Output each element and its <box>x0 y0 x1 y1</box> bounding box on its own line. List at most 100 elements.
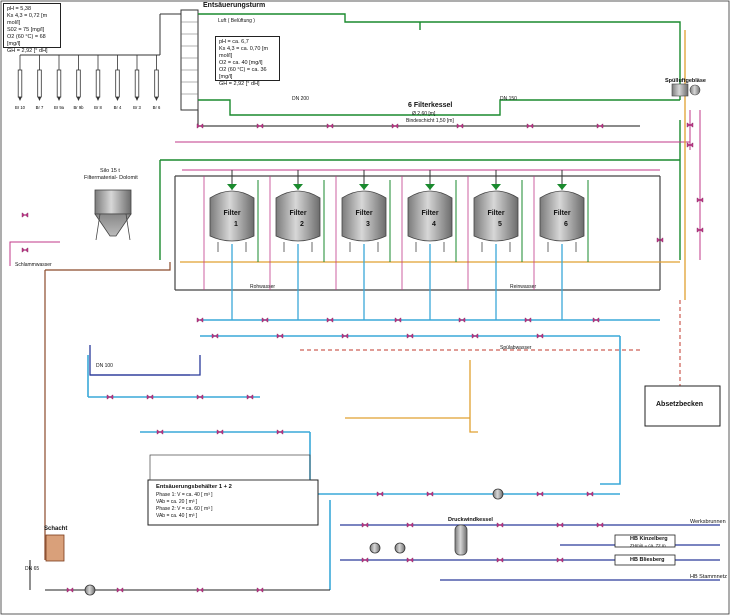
valve-icon <box>496 522 504 528</box>
reinwasser-label: Reinwasser <box>510 284 537 290</box>
tank-upper <box>149 454 311 481</box>
well: Br 10 <box>15 55 26 110</box>
druckwindkessel-label: Druckwindkessel <box>448 517 493 523</box>
well-label: Br 9a <box>54 105 65 110</box>
valve-icon <box>686 142 694 148</box>
valve-icon <box>458 317 466 323</box>
valve-icon <box>21 247 29 253</box>
valve-icon <box>376 491 384 497</box>
well: Br 9b <box>73 55 84 110</box>
valve-icon <box>116 587 124 593</box>
hb-kinzelberg-label: HB Kinzelberg <box>630 536 668 542</box>
air-pipe-network <box>159 13 681 260</box>
valve-icon <box>326 317 334 323</box>
filter-name: Filter <box>223 210 240 217</box>
dolomite-feed <box>44 262 171 560</box>
raw-water-header <box>174 110 661 291</box>
filter-vessel: Filter 3 <box>335 170 391 320</box>
info-line: Ks 4,3 = 0,72 [m mol/l] <box>7 13 48 26</box>
valve-icon <box>361 522 369 528</box>
deacidification-tower <box>180 9 199 111</box>
well: Br 3 <box>133 55 142 110</box>
valve-icon <box>156 429 164 435</box>
well: Br 9a <box>54 55 65 110</box>
filter-number: 5 <box>498 221 502 228</box>
tower-title: Entsäuerungsturm <box>203 2 266 9</box>
valve-icon <box>391 123 399 129</box>
valve-icon <box>536 333 544 339</box>
tank-line: VAb = ca. 40 [ m³ ] <box>156 513 198 519</box>
werksbrunnen-label: Werksbrunnen <box>690 519 726 525</box>
filter-name: Filter <box>553 210 570 217</box>
stammnetz-label: HB Stammnetz <box>690 574 727 580</box>
valve-icon <box>196 587 204 593</box>
valve-icon <box>256 123 264 129</box>
tank-line: Phase 1: V = ca. 40 [ m³ ] <box>156 492 213 498</box>
valve-icon <box>536 491 544 497</box>
info-line: GH = 2,92 [° dH] <box>7 48 48 54</box>
hb-bliesberg-box <box>614 554 676 566</box>
info-line: O2 (60 °C) = ca. 36 [mg/l] <box>219 67 267 80</box>
filter-name: Filter <box>421 210 438 217</box>
valve-icon <box>406 522 414 528</box>
well: Br 7 <box>36 55 44 110</box>
silo-subtitle: Filtermaterial- Dolomit <box>84 175 138 181</box>
absetzbecken-label: Absetzbecken <box>656 401 704 408</box>
valve-icon <box>106 394 114 400</box>
valve-icon <box>196 394 204 400</box>
rohwasser-label: Rohwasser <box>250 284 276 290</box>
valve-icon <box>406 333 414 339</box>
valve-icon <box>524 317 532 323</box>
filter-number: 3 <box>366 221 370 228</box>
valve-icon <box>586 491 594 497</box>
valve-icon <box>394 317 402 323</box>
well: Br 4 <box>114 55 122 110</box>
filter-header-line2: Bindeschicht 1,50 [m] <box>406 118 454 124</box>
well: Br 6 <box>153 55 161 110</box>
valve-icon <box>656 237 664 243</box>
dn-label-65: DN 65 <box>25 566 40 572</box>
backwash-pipes <box>9 110 701 266</box>
spuelabwasser-label: Spülabwasser <box>500 345 532 351</box>
valve-icon <box>696 197 704 203</box>
info-line: O2 (60 °C) = 68 [mg/l] <box>7 34 46 47</box>
valve-icon <box>556 522 564 528</box>
info-line: GH = 2,92 [° dH] <box>219 81 260 87</box>
tank-title: Entsäuerungsbehälter 1 + 2 <box>156 484 232 490</box>
pump-group <box>84 488 504 596</box>
valve-icon <box>196 317 204 323</box>
spuelluft-label: Spülluftgebläse <box>665 78 706 84</box>
valve-icon <box>526 123 534 129</box>
settling-basin <box>644 385 721 427</box>
tank-line: VAb = ca. 20 [ m³ ] <box>156 499 198 505</box>
dn-label-small: DN 150 <box>500 96 517 102</box>
valve-icon <box>471 333 479 339</box>
hb-bliesberg-label: HB Bliesberg <box>630 557 665 563</box>
valve-icon <box>276 429 284 435</box>
pressure-vessel <box>454 524 468 556</box>
valve-icon <box>211 333 219 339</box>
filter-name: Filter <box>355 210 372 217</box>
blower-icon <box>671 83 701 97</box>
well-label: Br 4 <box>114 105 122 110</box>
dn-label-main: DN 200 <box>292 96 309 102</box>
valve-icon <box>196 123 204 129</box>
well-label: Br 6 <box>153 105 161 110</box>
info-line: S02 = 75 [mg/l] <box>7 27 45 33</box>
valve-icon <box>696 227 704 233</box>
filter-name: Filter <box>289 210 306 217</box>
filter-header-title: 6 Filterkessel <box>408 102 453 109</box>
valve-icon <box>592 317 600 323</box>
silo-title: Silo 15 t <box>100 168 120 174</box>
valve-icon <box>276 333 284 339</box>
valve-icon <box>146 394 154 400</box>
info-line: O2 = ca. 40 [mg/l] <box>219 60 263 66</box>
valve-group <box>21 122 704 593</box>
valve-icon <box>66 587 74 593</box>
hb-kinzelberg-box <box>614 534 676 548</box>
drain-dashed <box>300 300 681 390</box>
